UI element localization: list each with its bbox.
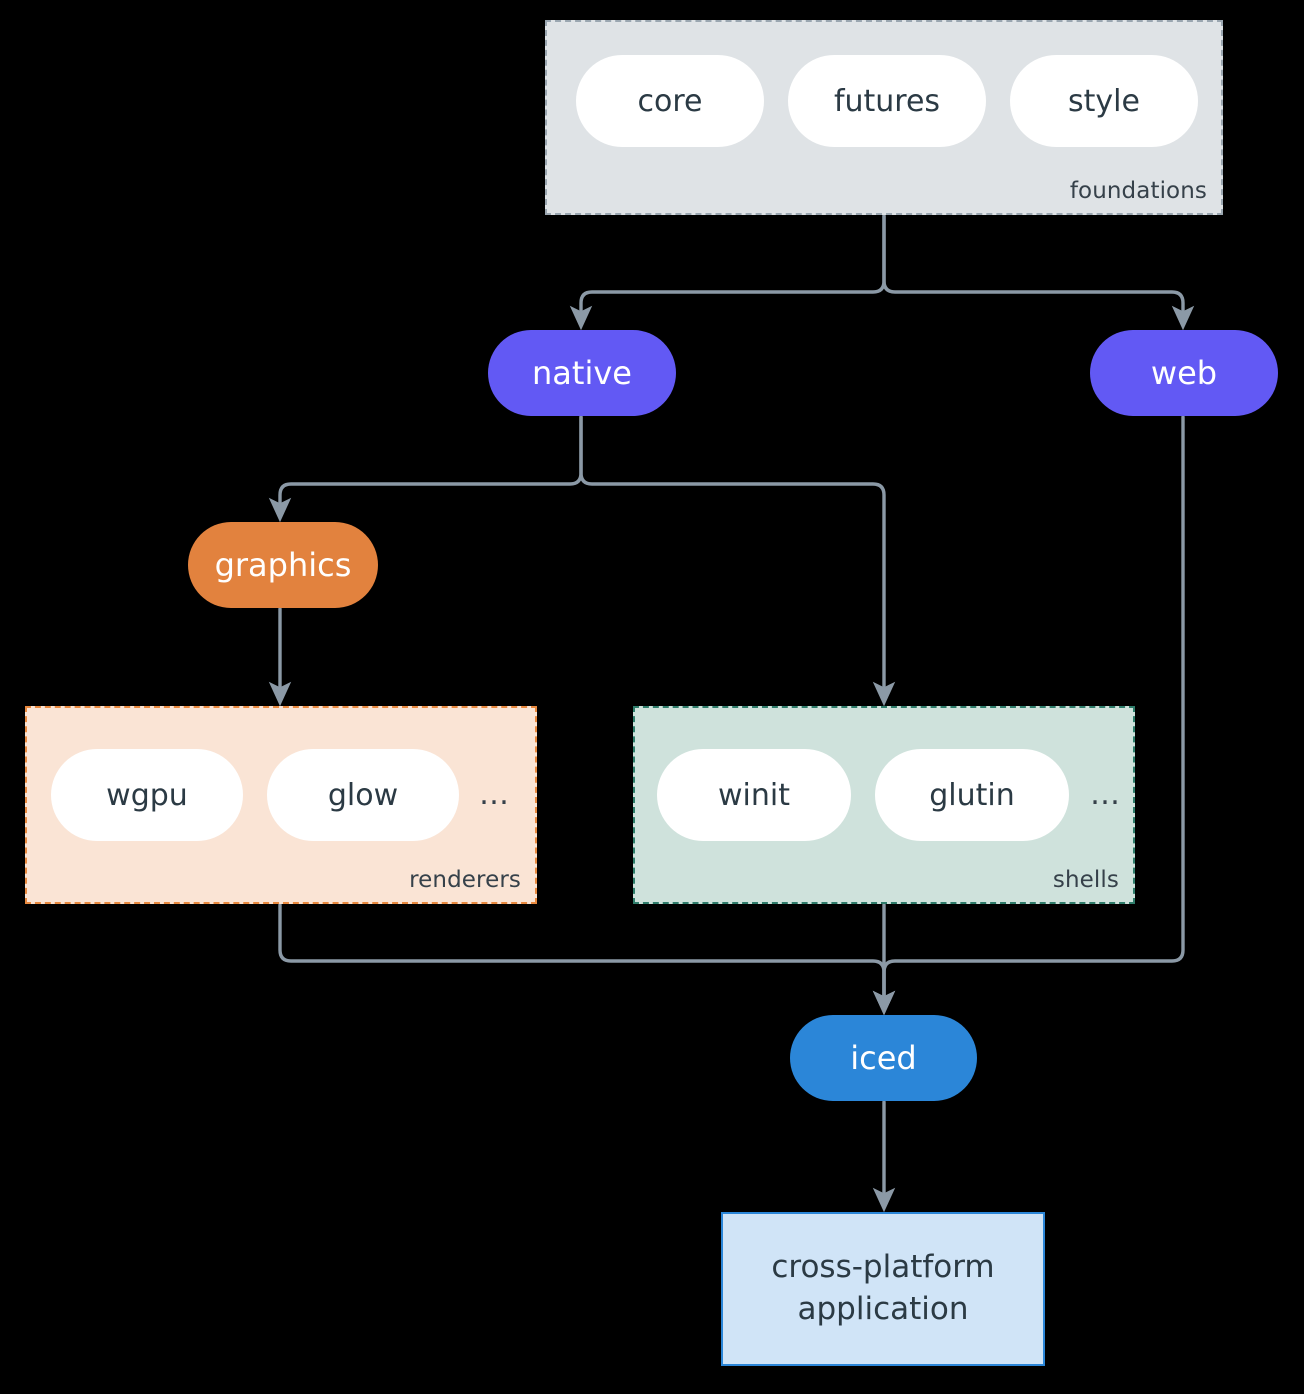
cluster-shells: winit glutin … shells (633, 706, 1135, 904)
cluster-renderers: wgpu glow … renderers (25, 706, 537, 904)
node-graphics[interactable]: graphics (188, 522, 378, 608)
pill-futures[interactable]: futures (788, 55, 986, 147)
ellipsis-shells: … (1090, 777, 1120, 812)
pill-core[interactable]: core (576, 55, 764, 147)
pill-winit[interactable]: winit (657, 749, 851, 841)
edge-native-to-shells (579, 415, 896, 707)
node-cross-platform-application[interactable]: cross-platform application (721, 1212, 1045, 1366)
node-iced[interactable]: iced (790, 1015, 977, 1101)
cluster-label-shells: shells (1052, 867, 1119, 893)
pill-style[interactable]: style (1010, 55, 1198, 147)
cluster-label-foundations: foundations (1069, 178, 1207, 204)
pill-wgpu[interactable]: wgpu (51, 749, 243, 841)
edge-native-to-graphics (268, 415, 583, 523)
application-label-line2: application (797, 1291, 969, 1327)
edge-foundations-to-native (569, 214, 886, 331)
cluster-foundations: core futures style foundations (545, 20, 1223, 215)
ellipsis-renderers: … (479, 777, 509, 812)
node-web[interactable]: web (1090, 330, 1278, 416)
pill-glutin[interactable]: glutin (875, 749, 1069, 841)
pill-glow[interactable]: glow (267, 749, 459, 841)
edge-foundations-to-web (882, 214, 1195, 331)
node-native[interactable]: native (488, 330, 676, 416)
application-label-line1: cross-platform (771, 1249, 995, 1286)
cluster-label-renderers: renderers (409, 867, 521, 893)
edge-renderers-to-iced (278, 903, 896, 1016)
